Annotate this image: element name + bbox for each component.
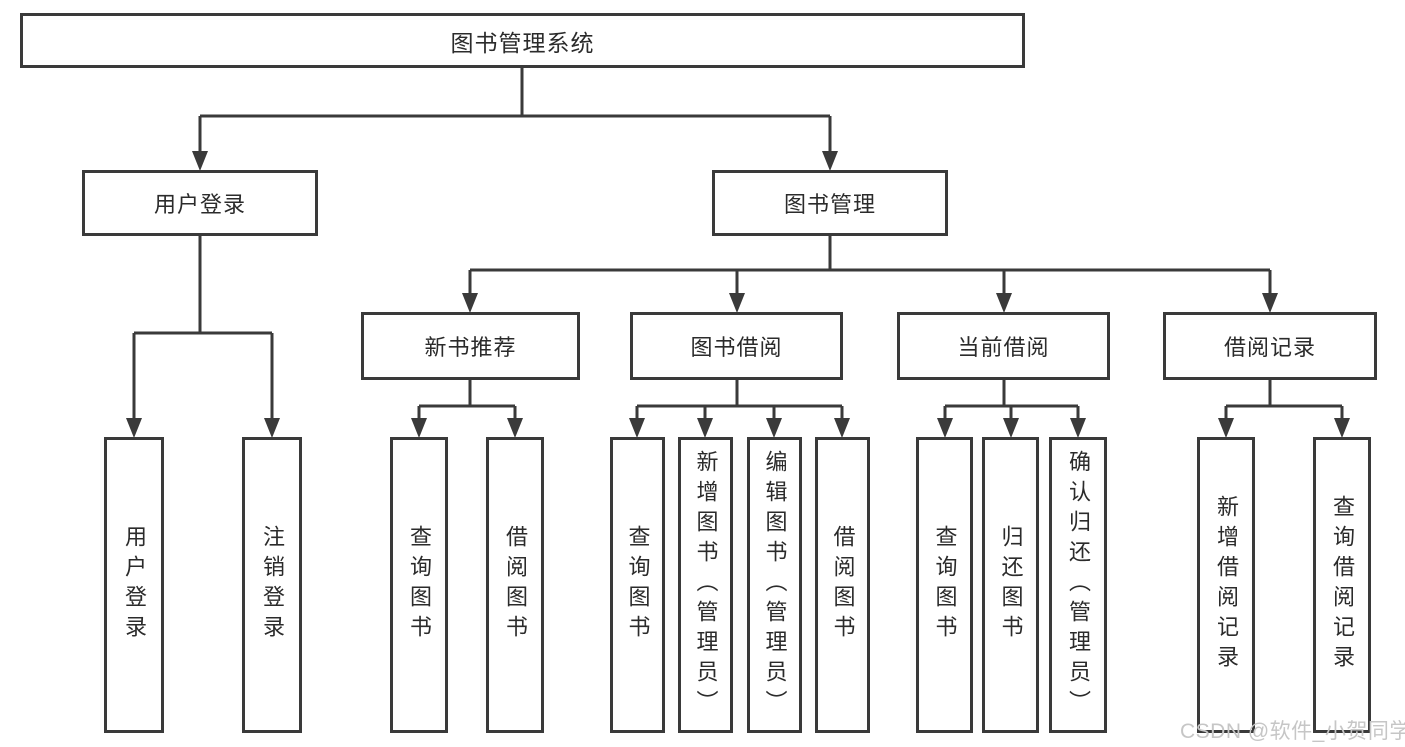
arrow-down-icon: [629, 418, 645, 438]
node-user-login: 用户登录: [82, 170, 318, 236]
arrow-down-icon: [126, 418, 142, 438]
leaf-add-books-admin: 新增图书（管理员）: [678, 437, 733, 733]
leaf-borrow-books-borrowing: 借阅图书: [815, 437, 870, 733]
node-current-borrowing: 当前借阅: [897, 312, 1110, 380]
connector-new-book-recommend-to-leaves: [417, 380, 517, 423]
leaf-add-borrow-record: 新增借阅记录: [1197, 437, 1255, 733]
node-book-borrowing: 图书借阅: [630, 312, 843, 380]
arrow-down-icon: [834, 418, 850, 438]
leaf-borrow-books-recommend: 借阅图书: [486, 437, 544, 733]
node-root-system: 图书管理系统: [20, 13, 1025, 68]
arrow-down-icon: [1262, 293, 1278, 313]
connector-root-to-level2: [198, 68, 832, 156]
node-new-book-recommend: 新书推荐: [361, 312, 580, 380]
leaf-query-books-borrowing: 查询图书: [610, 437, 665, 733]
leaf-return-books: 归还图书: [982, 437, 1039, 733]
leaf-confirm-return-admin: 确认归还（管理员）: [1049, 437, 1107, 733]
arrow-down-icon: [1003, 418, 1019, 438]
arrow-down-icon: [1070, 418, 1086, 438]
node-book-management: 图书管理: [712, 170, 948, 236]
leaf-query-books-recommend: 查询图书: [390, 437, 448, 733]
arrow-down-icon: [937, 418, 953, 438]
connector-book-borrowing-to-leaves: [635, 380, 844, 423]
arrow-down-icon: [192, 151, 208, 171]
arrow-down-icon: [507, 418, 523, 438]
connector-current-borrowing-to-leaves: [943, 380, 1080, 423]
arrow-down-icon: [697, 418, 713, 438]
arrow-down-icon: [264, 418, 280, 438]
arrow-down-icon: [411, 418, 427, 438]
leaf-logout: 注销登录: [242, 437, 302, 733]
arrow-down-icon: [1334, 418, 1350, 438]
leaf-query-borrow-record: 查询借阅记录: [1313, 437, 1371, 733]
leaf-user-login: 用户登录: [104, 437, 164, 733]
node-borrowing-records: 借阅记录: [1163, 312, 1377, 380]
arrow-down-icon: [766, 418, 782, 438]
connector-book-management-to-level3: [468, 236, 1272, 298]
arrow-down-icon: [996, 293, 1012, 313]
connector-user-login-to-leaves: [132, 236, 274, 423]
watermark: CSDN @软件_小贺同学: [1180, 720, 1405, 743]
arrow-down-icon: [822, 151, 838, 171]
arrow-down-icon: [1218, 418, 1234, 438]
arrow-down-icon: [729, 293, 745, 313]
leaf-edit-books-admin: 编辑图书（管理员）: [747, 437, 802, 733]
leaf-query-books-current: 查询图书: [916, 437, 973, 733]
arrow-down-icon: [462, 293, 478, 313]
connector-borrowing-records-to-leaves: [1224, 380, 1344, 423]
